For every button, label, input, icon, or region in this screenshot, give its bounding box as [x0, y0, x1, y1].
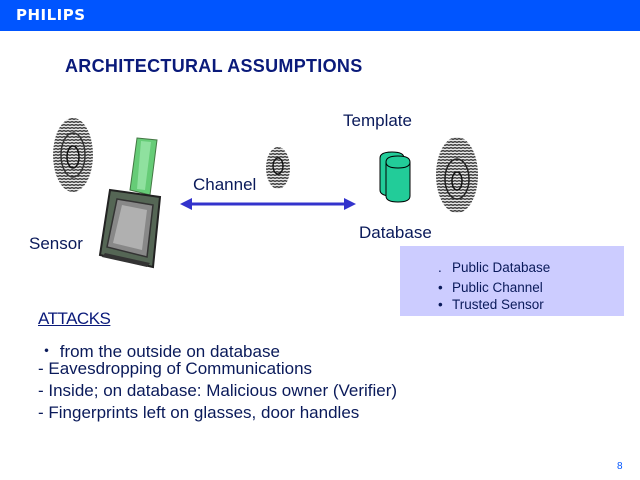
- brand-logo: PHILIPS: [16, 6, 86, 24]
- attack-item: - Eavesdropping of Communications: [38, 359, 313, 378]
- attack-item: - Fingerprints left on glasses, door han…: [38, 403, 360, 422]
- slide-title: ARCHITECTURAL ASSUMPTIONS: [65, 56, 363, 76]
- channel-fingerprint-icon: [266, 147, 290, 189]
- assumption-item: • Trusted Sensor: [438, 297, 544, 312]
- attacks-heading: ATTACKS: [38, 309, 111, 328]
- database-icon: [379, 151, 411, 203]
- sensor-device-icon: [98, 137, 162, 269]
- assumptions-box: . Public Database • Public Channel • Truste…: [400, 246, 624, 316]
- template-fingerprint-icon: [436, 137, 478, 213]
- sensor-fingerprint-icon: [53, 118, 93, 192]
- sensor-label: Sensor: [29, 234, 83, 253]
- attack-item: ・ from the outside on database: [38, 342, 280, 361]
- attack-item: - Inside; on database: Malicious owner (…: [38, 381, 398, 400]
- bullet: •: [438, 297, 443, 312]
- assumption-item: . Public Database: [438, 260, 550, 275]
- bullet: •: [438, 280, 443, 295]
- header-bar: PHILIPS: [0, 0, 640, 31]
- bullet: .: [438, 260, 442, 275]
- assumption-text: Public Database: [452, 260, 551, 275]
- assumption-text: Trusted Sensor: [452, 297, 544, 312]
- assumption-text: Public Channel: [452, 280, 543, 295]
- assumption-item: • Public Channel: [438, 280, 543, 295]
- channel-label: Channel: [193, 175, 257, 194]
- database-label: Database: [359, 223, 432, 242]
- channel-arrow-icon: [180, 198, 356, 210]
- page-number: 8: [617, 461, 623, 472]
- template-label: Template: [343, 111, 412, 130]
